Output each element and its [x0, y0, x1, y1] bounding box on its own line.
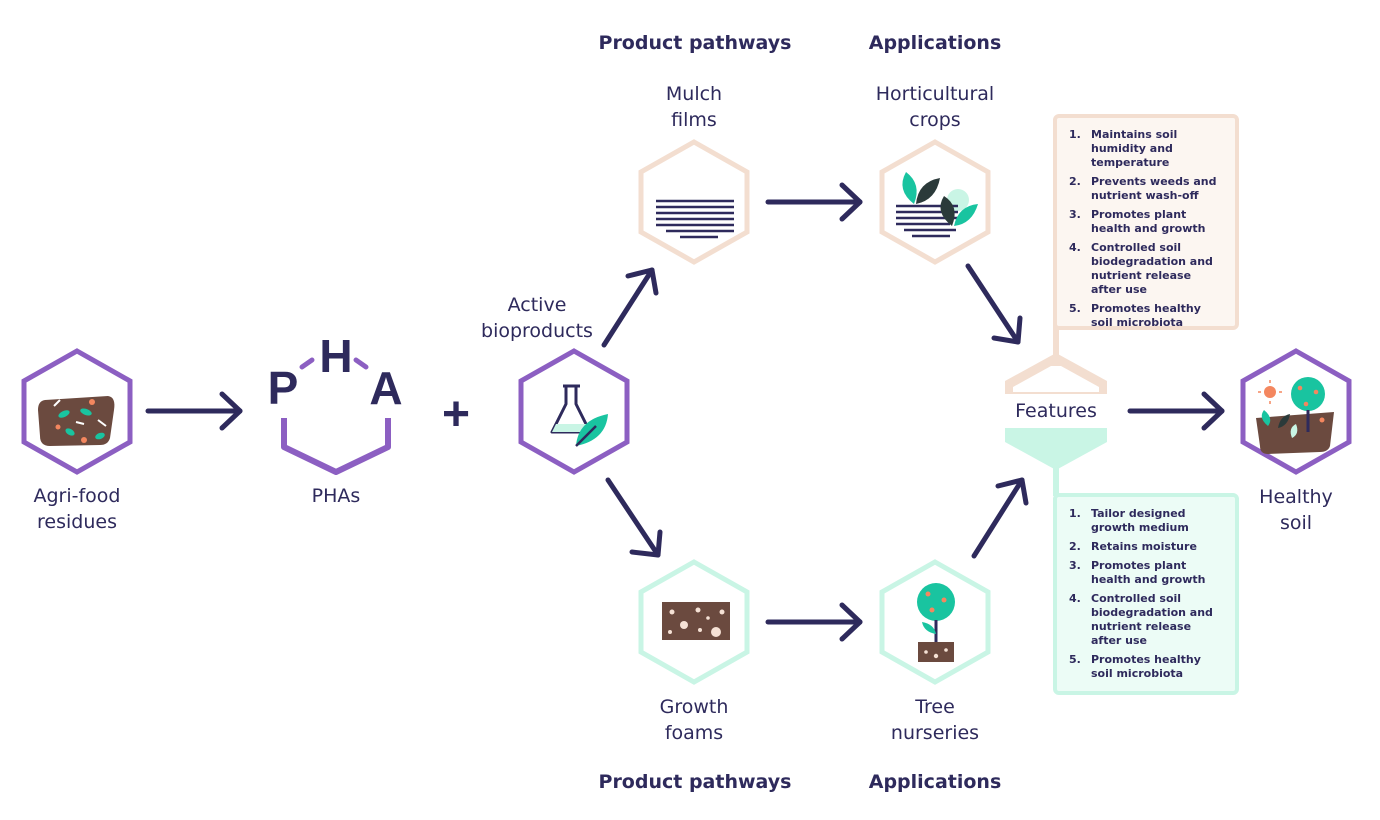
label-horticultural-crops: Horticultural crops	[850, 81, 1020, 133]
list-item-text: Maintains soil humidity and temperature	[1091, 128, 1178, 169]
list-item: 5. Promotes healthy soil microbiota	[1069, 302, 1221, 330]
list-item-number: 3.	[1069, 559, 1081, 572]
list-item-text: Retains moisture	[1091, 540, 1197, 553]
features-list-foams: 1. Tailor designed growth medium 2. Retain…	[1069, 507, 1221, 681]
list-item-number: 4.	[1069, 241, 1081, 254]
pha-letter-a: A	[369, 362, 402, 414]
list-item: 4. Controlled soil biodegradation and nut…	[1069, 241, 1221, 297]
label-mulch-films: Mulch films	[624, 81, 764, 133]
list-item: 2. Prevents weeds and nutrient wash-off	[1069, 175, 1221, 203]
list-item-number: 2.	[1069, 540, 1081, 553]
label-growth-line2: foams	[664, 722, 724, 744]
flask-leaf-icon	[550, 384, 608, 447]
label-horticultural-line1: Horticultural	[875, 83, 995, 105]
pha-letter-h: H	[319, 330, 352, 382]
tree-nurseries-node	[879, 559, 991, 685]
arrow-growth-to-tree	[765, 602, 863, 642]
label-healthy-soil: Healthy soil	[1236, 484, 1356, 536]
label-growth-line1: Growth	[659, 696, 729, 718]
features-list-mulch: 1. Maintains soil humidity and temperatur…	[1069, 128, 1221, 330]
arrow-mulch-to-horticultural	[765, 182, 863, 222]
list-item-number: 1.	[1069, 507, 1081, 520]
list-item-text: Controlled soil biodegradation and nutri…	[1091, 241, 1213, 296]
pha-node: P H A	[268, 330, 403, 475]
arrow-agrifood-to-pha	[145, 391, 243, 431]
list-item-number: 4.	[1069, 592, 1081, 605]
label-active-bioproducts: Active bioproducts	[432, 292, 642, 344]
label-healthy-line2: soil	[1279, 512, 1313, 534]
features-panel-mulch: 1. Maintains soil humidity and temperatur…	[1053, 114, 1239, 330]
list-item-text: Promotes healthy soil microbiota	[1091, 653, 1201, 680]
list-item-text: Promotes healthy soil microbiota	[1091, 302, 1201, 329]
arrow-active-to-mulch	[601, 267, 659, 348]
label-phas: PHAs	[311, 485, 361, 507]
list-item: 5. Promotes healthy soil microbiota	[1069, 653, 1221, 681]
arrow-features-to-healthy	[1127, 391, 1225, 431]
header-product-pathways-bottom: Product pathways	[598, 771, 792, 793]
label-active-line1: Active	[507, 294, 567, 316]
list-item: 1. Tailor designed growth medium	[1069, 507, 1221, 535]
healthy-soil-icon	[1256, 377, 1334, 454]
label-agrifood-line1: Agri-food	[33, 485, 121, 507]
active-bioproducts-node	[518, 348, 630, 475]
arrow-tree-to-features	[971, 477, 1029, 559]
label-tree-nurseries: Tree nurseries	[862, 694, 1008, 746]
soil-residues-icon	[38, 396, 115, 446]
list-item-number: 5.	[1069, 302, 1081, 315]
list-item: 3. Promotes plant health and growth	[1069, 208, 1221, 236]
mulch-films-node	[638, 139, 750, 265]
list-item-text: Controlled soil biodegradation and nutri…	[1091, 592, 1213, 647]
tree-sapling-icon	[917, 583, 955, 662]
label-tree-line1: Tree	[915, 696, 955, 718]
mulch-film-icon	[656, 199, 734, 239]
label-agrifood-line2: residues	[37, 511, 117, 533]
plus-sign: +	[442, 388, 470, 441]
list-item-text: Tailor designed growth medium	[1091, 507, 1189, 534]
list-item: 3. Promotes plant health and growth	[1069, 559, 1221, 587]
label-features: Features	[1015, 400, 1097, 422]
list-item-number: 2.	[1069, 175, 1081, 188]
list-item-number: 1.	[1069, 128, 1081, 141]
list-item: 4. Controlled soil biodegradation and nut…	[1069, 592, 1221, 648]
pha-letter-p: P	[268, 362, 299, 414]
arrow-horticultural-to-features	[965, 263, 1023, 345]
features-panel-foams: 1. Tailor designed growth medium 2. Retain…	[1053, 493, 1239, 695]
label-growth-foams: Growth foams	[624, 694, 764, 746]
label-healthy-line1: Healthy	[1259, 486, 1333, 508]
features-node	[1005, 322, 1107, 496]
list-item: 2. Retains moisture	[1069, 540, 1221, 554]
header-applications-bottom: Applications	[868, 771, 1002, 793]
horticultural-crops-node	[879, 139, 991, 265]
agrifood-node	[21, 348, 133, 475]
header-applications-top: Applications	[868, 32, 1002, 54]
list-item-number: 5.	[1069, 653, 1081, 666]
label-active-line2: bioproducts	[481, 320, 593, 342]
label-horticultural-line2: crops	[909, 109, 961, 131]
header-product-pathways-top: Product pathways	[598, 32, 792, 54]
list-item-text: Prevents weeds and nutrient wash-off	[1091, 175, 1217, 202]
growth-foams-node	[638, 559, 750, 685]
label-agrifood-residues: Agri-food residues	[7, 483, 147, 535]
crops-icon	[896, 172, 978, 238]
healthy-soil-node	[1240, 348, 1352, 475]
label-mulch-line2: films	[671, 109, 717, 131]
label-mulch-line1: Mulch	[665, 83, 723, 105]
list-item-text: Promotes plant health and growth	[1091, 208, 1206, 235]
foam-block-icon	[662, 602, 730, 640]
arrow-active-to-growth	[605, 477, 663, 558]
list-item: 1. Maintains soil humidity and temperatur…	[1069, 128, 1221, 170]
label-tree-line2: nurseries	[890, 722, 980, 744]
list-item-text: Promotes plant health and growth	[1091, 559, 1206, 586]
list-item-number: 3.	[1069, 208, 1081, 221]
